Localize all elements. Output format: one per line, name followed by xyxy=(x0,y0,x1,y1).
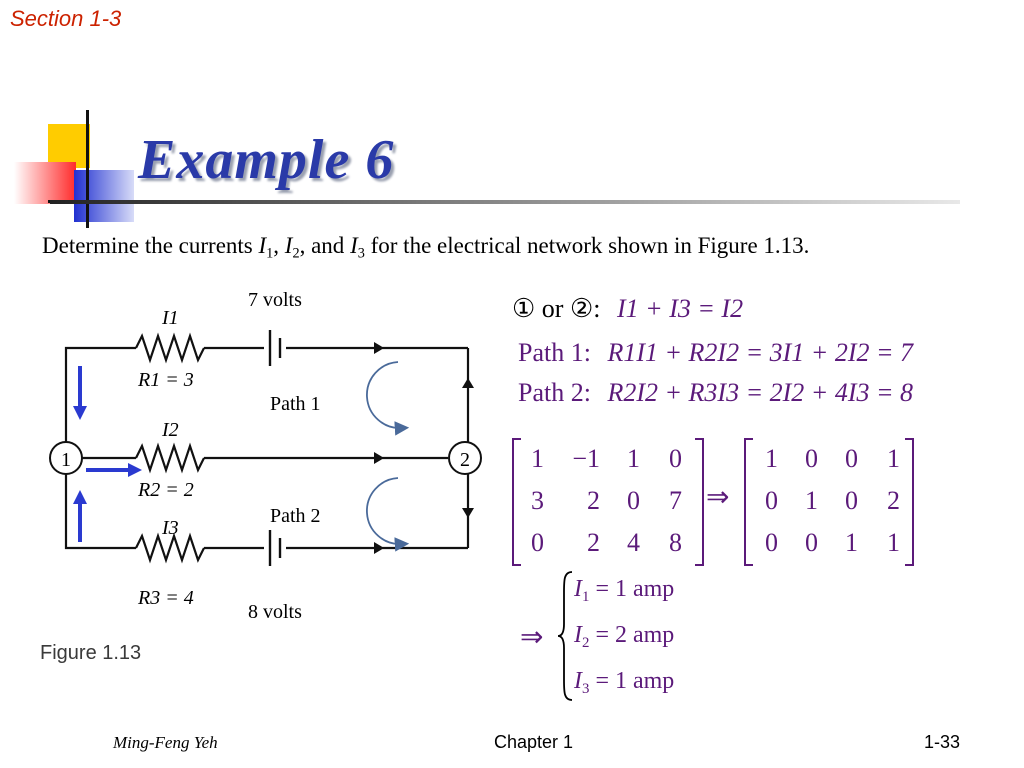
matrix-cell: 2 xyxy=(587,486,600,515)
path-1-equation: Path 1: R1I1 + R2I2 = 3I1 + 2I2 = 7 xyxy=(518,338,914,367)
matrix-cell: 0 xyxy=(627,486,640,515)
battery-8-volts-label: 8 volts xyxy=(248,601,302,623)
implies-arrow: ⇒ xyxy=(706,482,730,513)
matrix-cell: 0 xyxy=(765,528,778,557)
matrix-cell: 0 xyxy=(845,486,858,515)
current-i3-label: I3 xyxy=(161,517,179,539)
node-1-label: 1 xyxy=(61,449,71,471)
title-divider xyxy=(50,200,960,204)
slide-title: Example 6 xyxy=(138,129,395,191)
figure-caption: Figure 1.13 xyxy=(40,642,142,664)
solution-i1: I1 = 1 amp xyxy=(574,576,675,605)
footer-author: Ming-Feng Yeh xyxy=(113,733,218,752)
matrix-cell: 8 xyxy=(669,528,682,557)
solution-i2: I2 = 2 amp xyxy=(574,622,675,651)
node-2-label: 2 xyxy=(460,449,470,471)
matrix-cell: 0 xyxy=(531,528,544,557)
matrix-cell: −1 xyxy=(572,444,600,473)
augmented-matrix: 1 −1 1 0 3 2 0 7 0 2 4 8 xyxy=(512,438,704,566)
path-1-label: Path 1 xyxy=(270,393,321,415)
current-i2-label: I2 xyxy=(161,419,179,441)
footer-page-number: 1-33 xyxy=(924,732,961,752)
current-i1-label: I1 xyxy=(161,307,179,329)
matrix-cell: 1 xyxy=(887,444,900,473)
resistor-r1-label: R1 = 3 xyxy=(137,369,194,391)
matrix-cell: 0 xyxy=(805,444,818,473)
section-tag: Section 1-3 xyxy=(10,6,122,31)
matrix-cell: 0 xyxy=(805,528,818,557)
matrix-cell: 3 xyxy=(531,486,544,515)
matrix-cell: 2 xyxy=(587,528,600,557)
problem-statement: Determine the currents I1, I2, and I3 fo… xyxy=(42,233,810,262)
matrix-cell: 1 xyxy=(627,444,640,473)
matrix-cell: 1 xyxy=(805,486,818,515)
resistor-r3-label: R3 = 4 xyxy=(137,587,194,609)
circuit-diagram: 1 2 7 volts I1 R1 = 3 Path 1 I2 R2 = 2 P… xyxy=(49,289,482,623)
matrix-cell: 0 xyxy=(765,486,778,515)
matrix-cell: 1 xyxy=(531,444,544,473)
reduced-matrix: 1 0 0 1 0 1 0 2 0 0 1 1 xyxy=(744,438,914,566)
matrix-cell: 7 xyxy=(669,486,682,515)
matrix-cell: 1 xyxy=(845,528,858,557)
solution-brace xyxy=(557,571,573,701)
matrix-cell: 1 xyxy=(887,528,900,557)
node-equation: ① or ②: I1 + I3 = I2 xyxy=(512,294,744,323)
matrix-cell: 1 xyxy=(765,444,778,473)
matrix-cell: 4 xyxy=(627,528,640,557)
matrix-cell: 0 xyxy=(845,444,858,473)
matrix-cell: 0 xyxy=(669,444,682,473)
solution-i3: I3 = 1 amp xyxy=(574,668,675,697)
path-2-label: Path 2 xyxy=(270,505,321,527)
footer-chapter: Chapter 1 xyxy=(494,732,574,752)
matrix-cell: 2 xyxy=(887,486,900,515)
decorative-logo xyxy=(14,110,134,228)
battery-7-volts-label: 7 volts xyxy=(248,289,302,311)
solution-implies-arrow: ⇒ xyxy=(520,622,544,653)
resistor-r2-label: R2 = 2 xyxy=(137,479,194,501)
path-2-equation: Path 2: R2I2 + R3I3 = 2I2 + 4I3 = 8 xyxy=(518,378,914,407)
